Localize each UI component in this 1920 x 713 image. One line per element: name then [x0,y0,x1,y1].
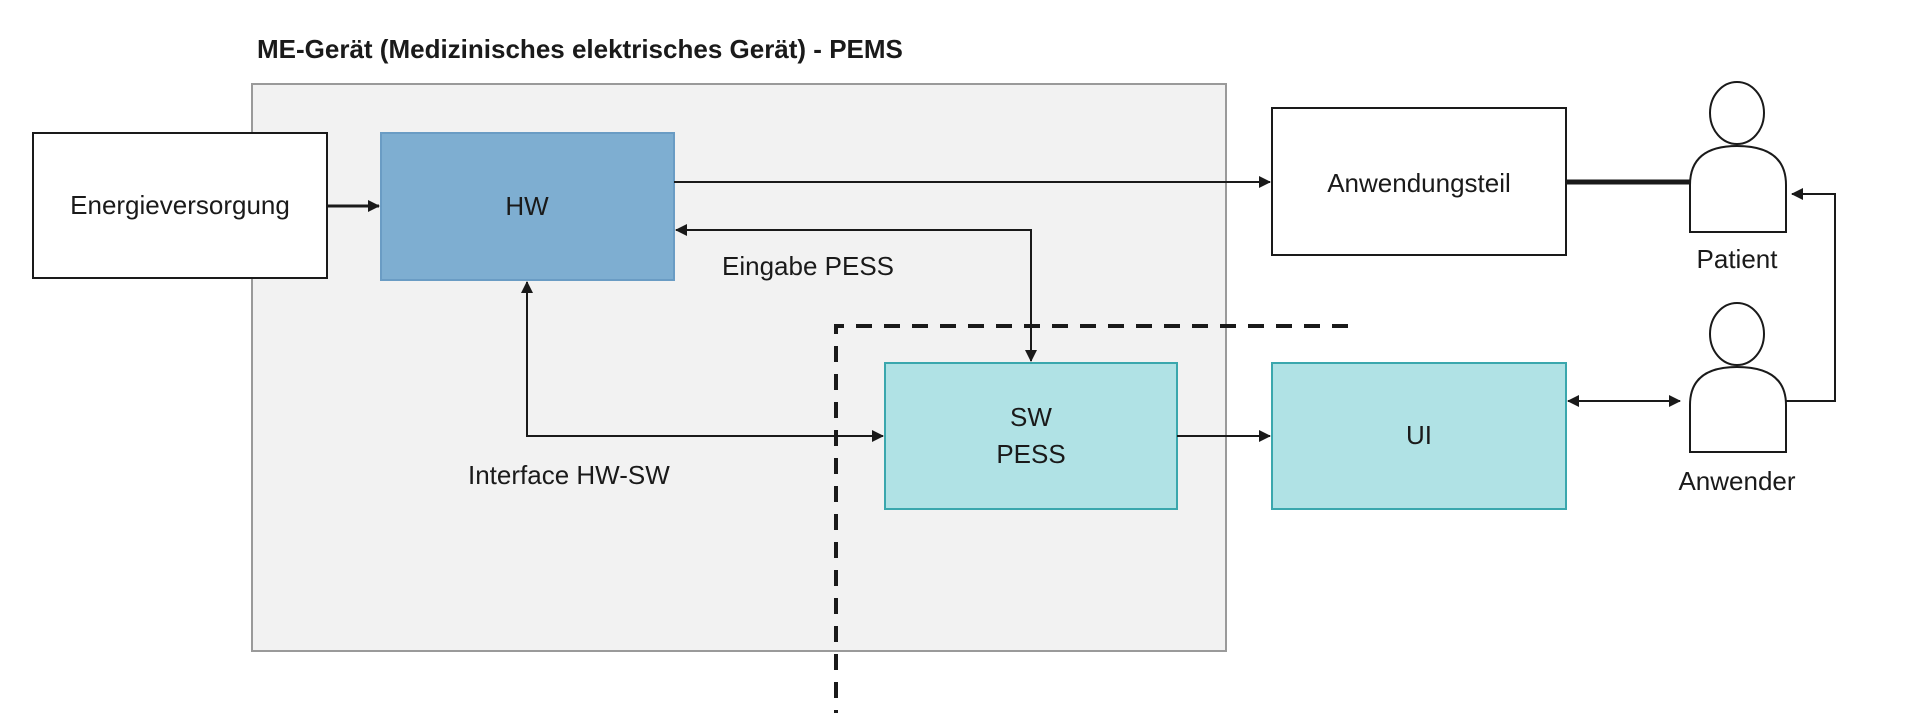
patient-label: Patient [1697,244,1779,274]
applied-part-label: Anwendungsteil [1327,168,1511,198]
hw-label: HW [505,191,549,221]
user-label: Anwender [1678,466,1795,496]
ui-node: UI [1271,362,1567,510]
ui-label: UI [1406,420,1432,450]
user-actor: Anwender [1678,302,1796,496]
applied-part-node: Anwendungsteil [1271,107,1567,256]
hw-node: HW [380,132,675,281]
diagram-title: ME-Gerät (Medizinisches elektrisches Ger… [257,34,903,64]
energy-supply-node: Energieversorgung [32,132,328,279]
interface-hw-sw-arrow [521,281,884,442]
eingabe-pess-label: Eingabe PESS [722,251,894,281]
patient-person-icon [1689,81,1787,233]
sw-label: SW [1010,402,1052,432]
sw-pess-node: SW PESS [884,362,1178,510]
pess-label: PESS [996,439,1065,469]
eingabe-pess-arrow [675,224,1037,362]
anwender-to-patient-arrow [1786,188,1836,402]
patient-actor: Patient [1689,81,1787,274]
energy-supply-label: Energieversorgung [70,190,290,220]
user-person-icon [1689,302,1787,453]
interface-hw-sw-label: Interface HW-SW [468,460,670,490]
